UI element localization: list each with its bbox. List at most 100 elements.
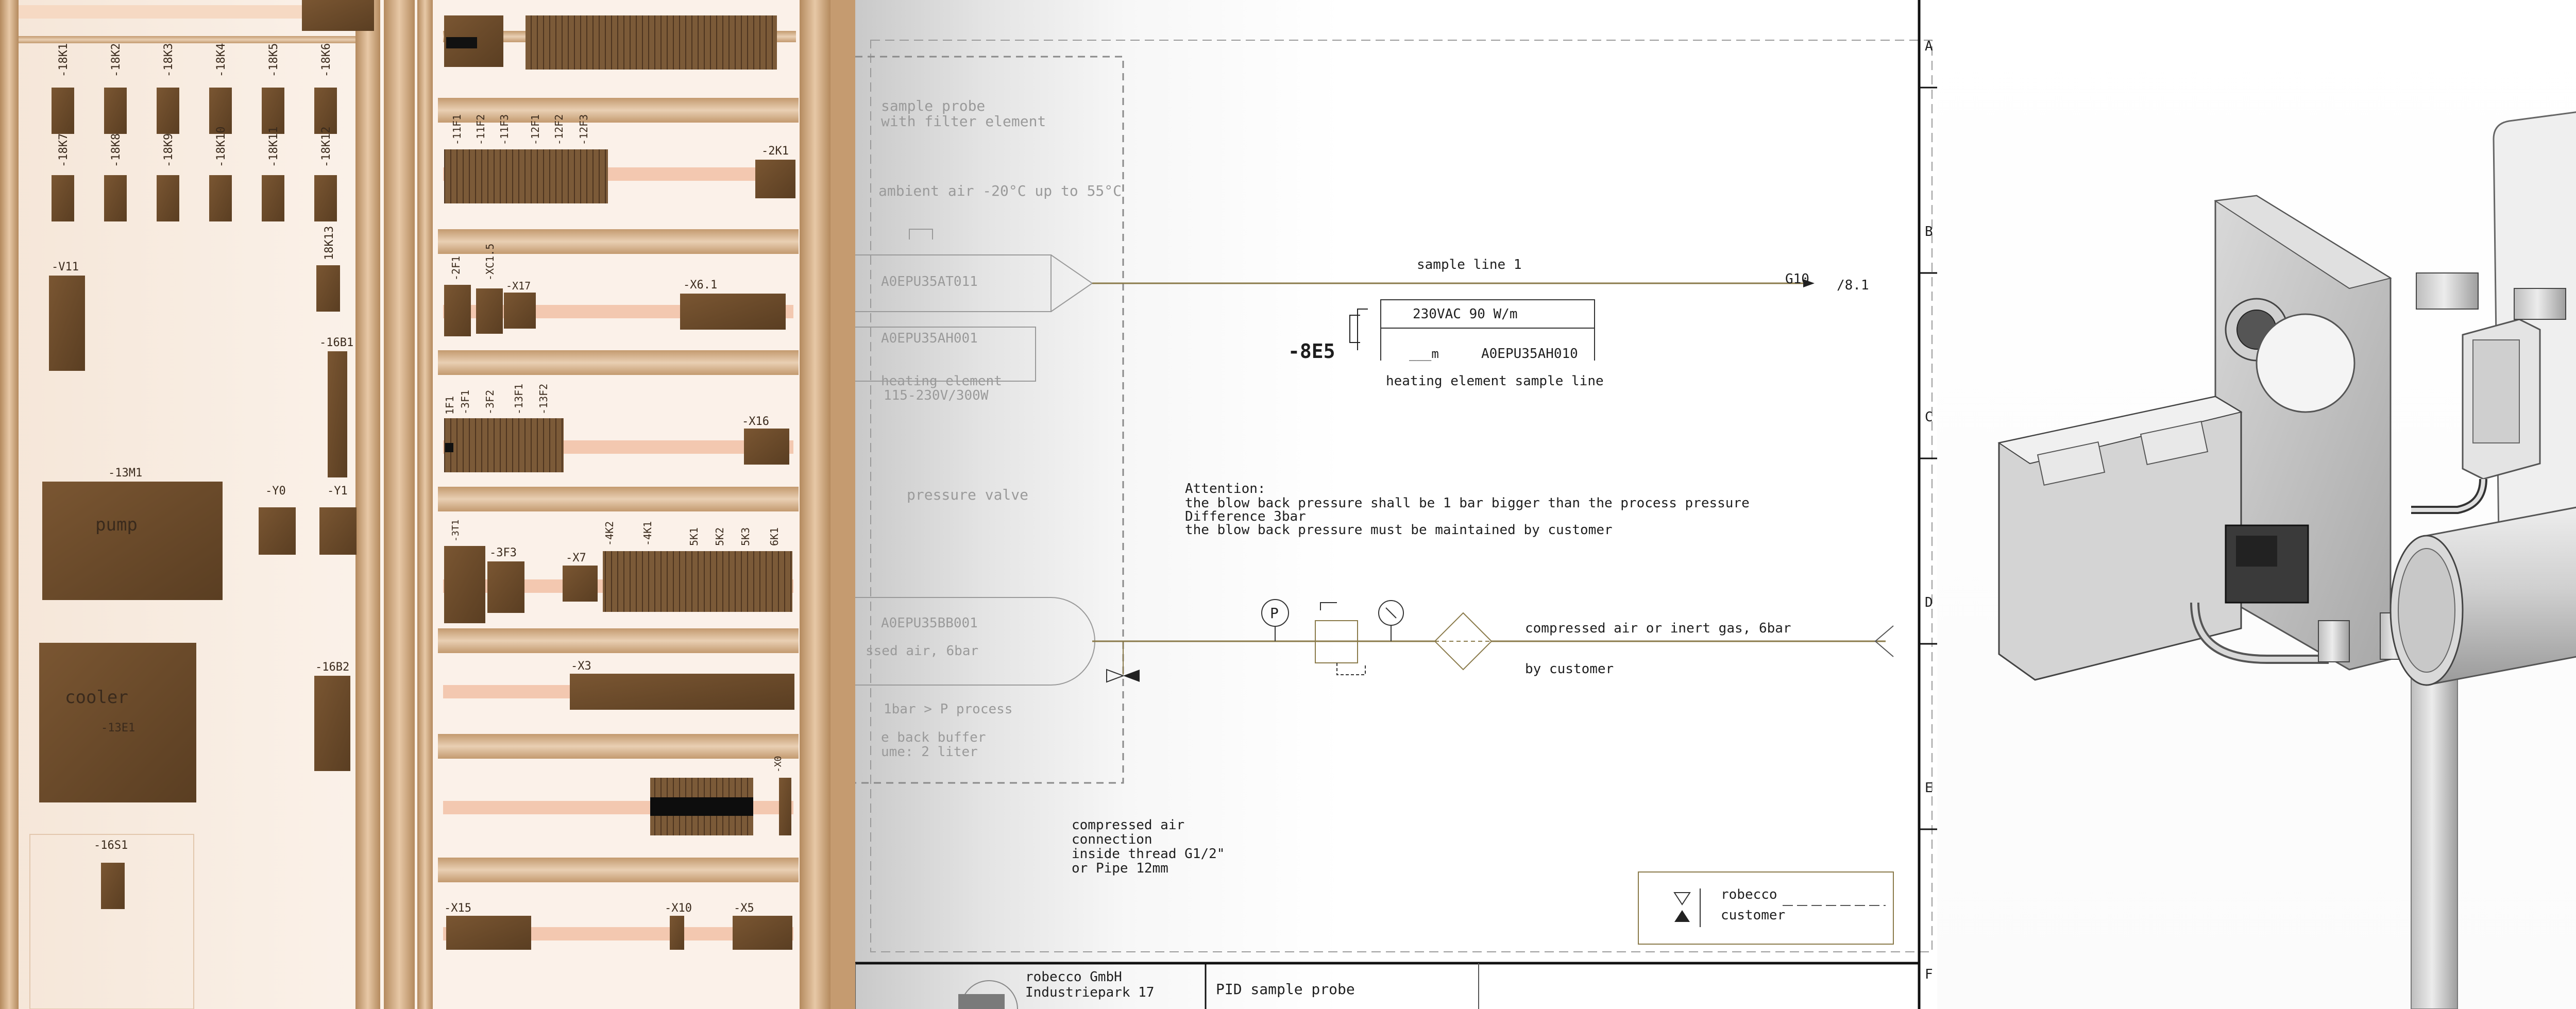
b2-label: -16B2 (315, 661, 349, 674)
relay-label: -18K3 (162, 43, 175, 77)
terminal-box-inner (2472, 339, 2520, 443)
rail4-label: -3F3 (489, 546, 517, 559)
rail4-label: 5K1 (688, 527, 700, 546)
k1-label: -2K1 (761, 145, 789, 158)
legend-robecco-icon (1673, 892, 1691, 905)
pump-box (42, 482, 223, 600)
inlet-arrow (1874, 625, 1894, 657)
x16-label: -X16 (742, 415, 769, 428)
regulator-feedback (1336, 663, 1366, 675)
relay-box (314, 88, 337, 134)
relay-box (52, 175, 74, 221)
relay-label: -18K11 (267, 127, 280, 167)
company-name: robecco GmbH (1025, 969, 1122, 985)
door-edge-right (355, 0, 380, 1009)
rail2-module (504, 293, 536, 329)
x0-terminals-black (650, 797, 753, 816)
drawing-frame (870, 40, 1933, 952)
x5-box (733, 916, 792, 950)
relay-box (104, 175, 127, 221)
heating-line2: 115-230V/300W (884, 388, 989, 403)
x61-box (680, 294, 786, 330)
air-6bar: ssed air, 6bar (866, 643, 978, 659)
at011-outline (855, 254, 1052, 312)
v11-label: -V11 (52, 261, 79, 273)
conn-line4: or Pipe 12mm (1072, 861, 1168, 876)
relay-label: -18K2 (110, 43, 123, 77)
rail1-label: -12F2 (553, 114, 565, 145)
x3-label: -X3 (571, 660, 591, 673)
buffer-line1: e back buffer (881, 730, 986, 745)
check-valve-right (1123, 670, 1140, 682)
sample-line-arrow (1803, 279, 1815, 287)
cooler-tag: -13E1 (101, 722, 135, 734)
cable-duct (438, 98, 799, 123)
solenoid-coil (2236, 536, 2277, 567)
row-marker: D (1925, 595, 1933, 610)
rail1-label: -11F3 (498, 114, 511, 145)
probe-subtitle: with filter element (881, 113, 1046, 130)
attention-title: Attention: (1185, 481, 1266, 497)
rail4-label: -X7 (566, 552, 586, 565)
probe-3d-render (1937, 0, 2576, 1009)
doc-title: PID sample probe (1216, 981, 1355, 998)
relay-label: -18K4 (215, 43, 228, 77)
sight-window (2256, 313, 2355, 413)
cable-duct (438, 487, 799, 511)
rail4-module (563, 566, 598, 602)
relay-label: -18K9 (162, 133, 175, 167)
gauge-needle (1385, 607, 1397, 619)
relay-k13-label: 18K13 (323, 226, 336, 260)
ah001-outline (855, 327, 1036, 382)
top-fitting (2514, 288, 2566, 320)
x10-box (670, 916, 684, 950)
relay-row-1: -18K1 -18K2 -18K3 -18K4 -18K5 -18K6 (52, 43, 337, 134)
process-pipe (2411, 659, 2458, 1009)
heater-rating: 230VAC 90 W/m (1413, 306, 1518, 322)
relay-box (314, 175, 337, 221)
lid-label-plate (2140, 420, 2209, 466)
lid-label-plate (2037, 441, 2106, 486)
probe-title: sample probe (881, 97, 985, 114)
fitting-nut (2318, 620, 2350, 662)
row-marker: B (1925, 224, 1933, 240)
relay-label: -18K5 (267, 43, 280, 77)
door-top-rail (19, 36, 355, 43)
door-top-strip (19, 5, 302, 19)
y1-label: -Y1 (327, 485, 348, 498)
x15-label: -X15 (444, 902, 471, 915)
x10-label: -X10 (665, 902, 692, 915)
bb001-outline (855, 597, 1095, 686)
regulator-spring (1320, 602, 1337, 610)
top-module-row (526, 15, 777, 70)
relay-label: -18K10 (215, 127, 228, 167)
rail4-modules (603, 551, 792, 612)
attention-line2: Difference 3bar (1185, 509, 1306, 524)
rail2-module (444, 285, 471, 336)
x15-box (446, 916, 531, 950)
pid-schematic-panel: A B C D E F sample probe with filter ele… (855, 0, 1937, 1009)
rail3-label: 1F1 (444, 396, 456, 415)
buffer-line2: ume: 2 liter (881, 744, 978, 760)
row-marker: F (1925, 967, 1933, 982)
row-marker: A (1925, 39, 1933, 54)
y0-box (259, 507, 296, 555)
b2-box (314, 676, 350, 771)
company-logo-icon (960, 980, 1018, 1009)
rail1-label: -12F1 (529, 114, 541, 145)
relay-box (262, 88, 284, 134)
rail2-label: -X17 (506, 280, 531, 292)
housing-lid (1997, 396, 2243, 465)
filter-icon (1434, 612, 1493, 671)
legend-customer: customer (1721, 908, 1785, 923)
relay-box (52, 88, 74, 134)
rail3-black (445, 443, 453, 452)
heater-id: A0EPU35AH010 (1481, 346, 1578, 362)
x0-small-box (779, 778, 791, 835)
relay-box (104, 88, 127, 134)
bar-note: 1bar > P process (884, 702, 1012, 717)
conn-line3: inside thread G1/2" (1072, 846, 1225, 862)
row-marker: C (1925, 409, 1933, 425)
heater-length: ___m (1409, 347, 1439, 361)
v11-box (49, 276, 85, 371)
